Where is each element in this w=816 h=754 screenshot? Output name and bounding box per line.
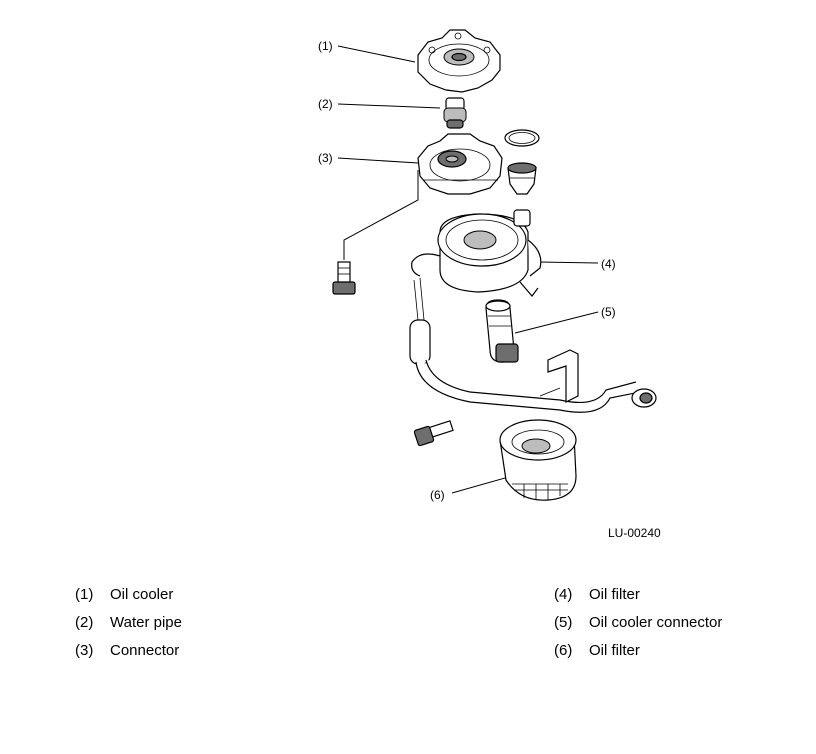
o-ring-part [504,129,540,147]
legend-number: (3) [75,642,94,659]
water-pipe-part [443,97,467,129]
callout-3: (3) [318,151,333,165]
exploded-parts-diagram [332,29,657,501]
water-hose-part [409,277,657,413]
bolt-left-part [332,261,356,295]
legend-text: Oil filter [589,642,640,659]
legend-number: (6) [554,642,573,659]
legend-number: (5) [554,614,573,631]
legend-number: (4) [554,586,573,603]
legend-text: Water pipe [110,614,182,631]
legend-text: Oil filter [589,586,640,603]
connector-part [417,133,503,195]
legend-text: Connector [110,642,180,659]
leader-lines [337,45,599,494]
oil-cooler-connector-part [485,299,519,363]
callout-4: (4) [601,257,616,271]
callout-1: (1) [318,39,333,53]
legend-number: (2) [75,614,94,631]
legend-text: Oil cooler [110,586,174,603]
oil-cooler-part [417,29,501,93]
callout-6: (6) [430,488,445,502]
bolt-bottom-part [413,420,454,447]
legend-number: (1) [75,586,94,603]
oil-filter-body-part [411,209,542,297]
callout-5: (5) [601,305,616,319]
oil-filter-canister-part [499,419,577,501]
callout-2: (2) [318,97,333,111]
small-connector-part [507,162,537,195]
figure-id: LU-00240 [608,526,661,540]
legend-text: Oil cooler connector [589,614,723,631]
